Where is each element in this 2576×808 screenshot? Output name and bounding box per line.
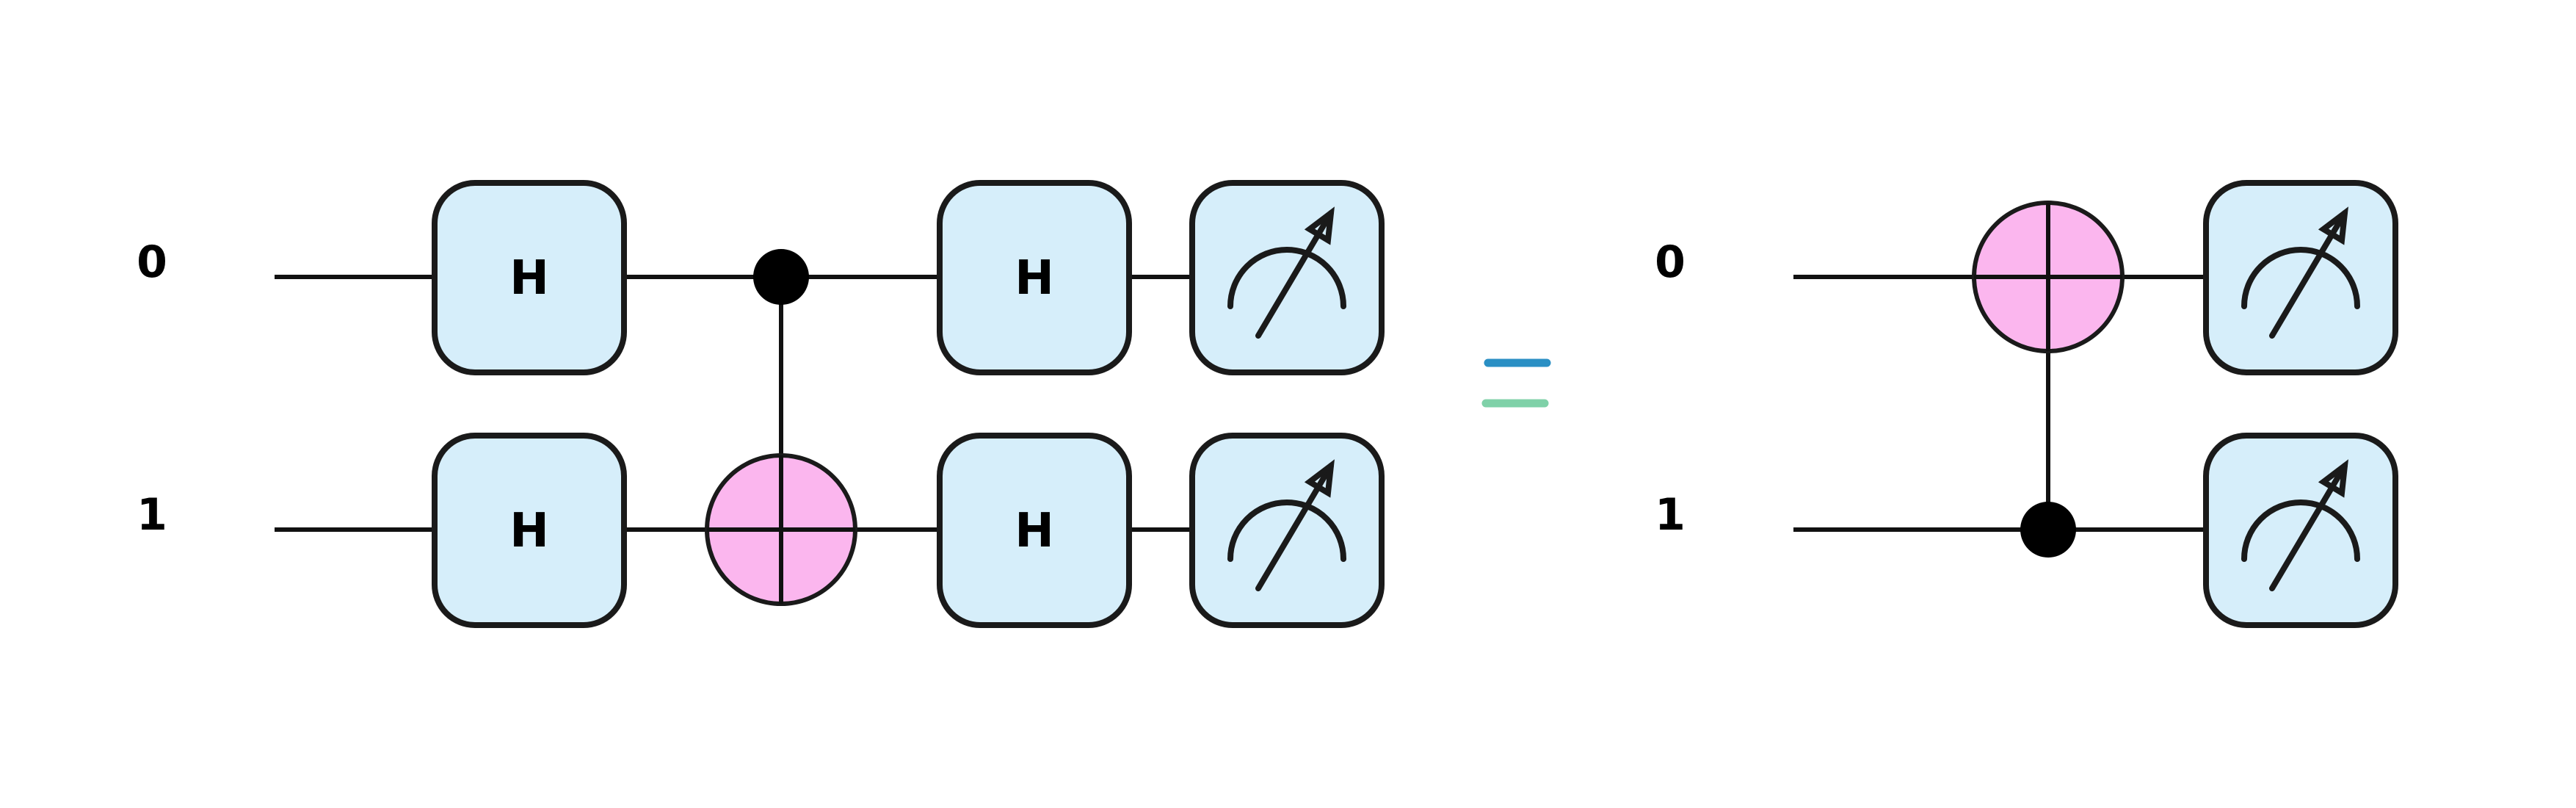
right-circuit: 0 1 [1655,180,2398,628]
cnot-target-icon [705,453,857,606]
cnot-control-dot-icon [2020,502,2076,558]
right-measure-q0 [2203,180,2398,375]
gate-label: H [509,504,549,558]
left-h-gate-q0-step3: H [937,180,1132,375]
left-h-gate-q1-step3: H [937,433,1132,628]
left-circuit: 0 1 H H H H [137,180,1385,628]
meter-icon [2241,206,2360,339]
left-cnot-gate [705,249,857,606]
right-cnot-gate [1972,201,2125,558]
right-qubit-1-label: 1 [1655,489,1686,541]
left-measure-q1 [1189,433,1385,628]
left-h-gate-q0-step1: H [432,180,627,375]
right-measure-q1 [2203,433,2398,628]
cnot-target-icon [1972,201,2125,353]
equals-icon [1481,358,1551,408]
right-qubit-0-label: 0 [1655,237,1686,288]
gate-label: H [1015,251,1054,306]
meter-icon [1227,459,1346,591]
gate-label: H [509,251,549,306]
gate-label: H [1015,504,1054,558]
meter-icon [1227,206,1346,339]
left-h-gate-q1-step1: H [432,433,627,628]
left-measure-q0 [1189,180,1385,375]
meter-icon [2241,459,2360,591]
left-qubit-1-label: 1 [137,489,167,541]
left-qubit-0-label: 0 [137,237,167,288]
cnot-control-dot-icon [753,249,809,305]
